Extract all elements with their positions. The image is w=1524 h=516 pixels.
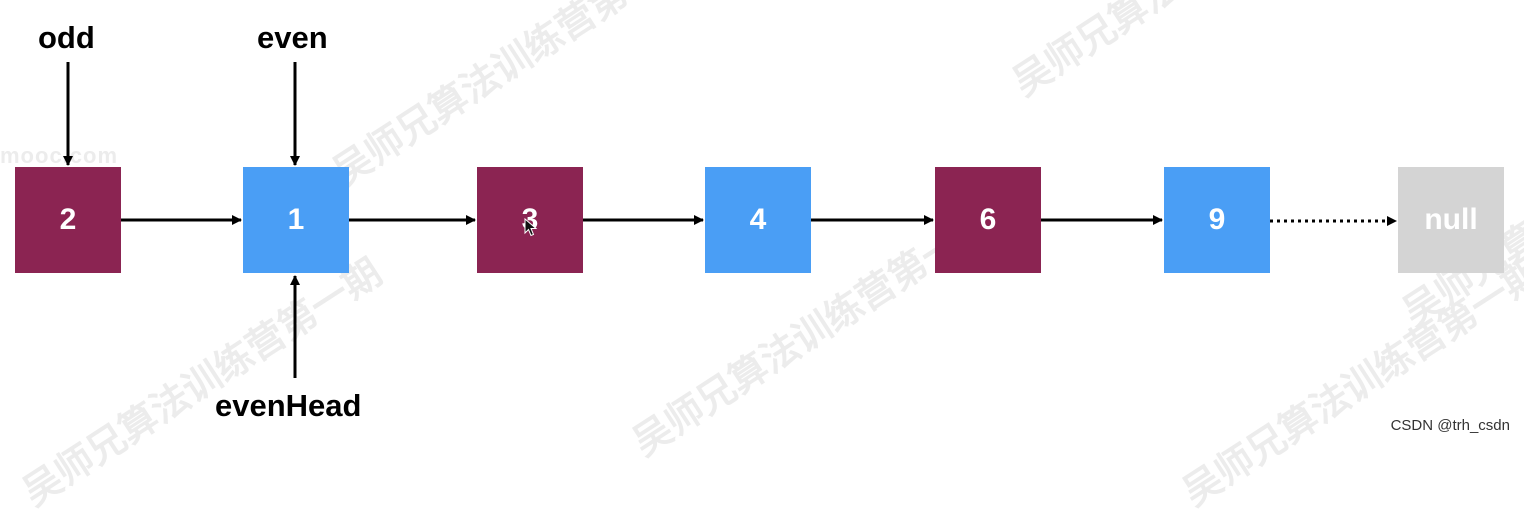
list-node: 2: [15, 167, 121, 273]
even-pointer-label: even: [257, 20, 328, 55]
mouse-cursor-icon: [524, 218, 538, 237]
node-value: 4: [749, 203, 767, 236]
list-node: 9: [1164, 167, 1270, 273]
arrows-layer: [63, 62, 1397, 378]
node-value: null: [1424, 203, 1478, 236]
node-value: 1: [287, 203, 305, 236]
watermark-site: mooc.com: [0, 143, 119, 168]
node-value: 9: [1208, 203, 1226, 236]
null-node: null: [1398, 167, 1504, 273]
evenhead-pointer-label: evenHead: [215, 388, 362, 423]
node-value: 2: [59, 203, 77, 236]
odd-pointer-label: odd: [38, 20, 95, 55]
list-node: 6: [935, 167, 1041, 273]
node-value: 6: [979, 203, 997, 236]
list-node: 1: [243, 167, 349, 273]
list-node: 4: [705, 167, 811, 273]
credit-watermark: CSDN @trh_csdn: [1390, 417, 1510, 434]
